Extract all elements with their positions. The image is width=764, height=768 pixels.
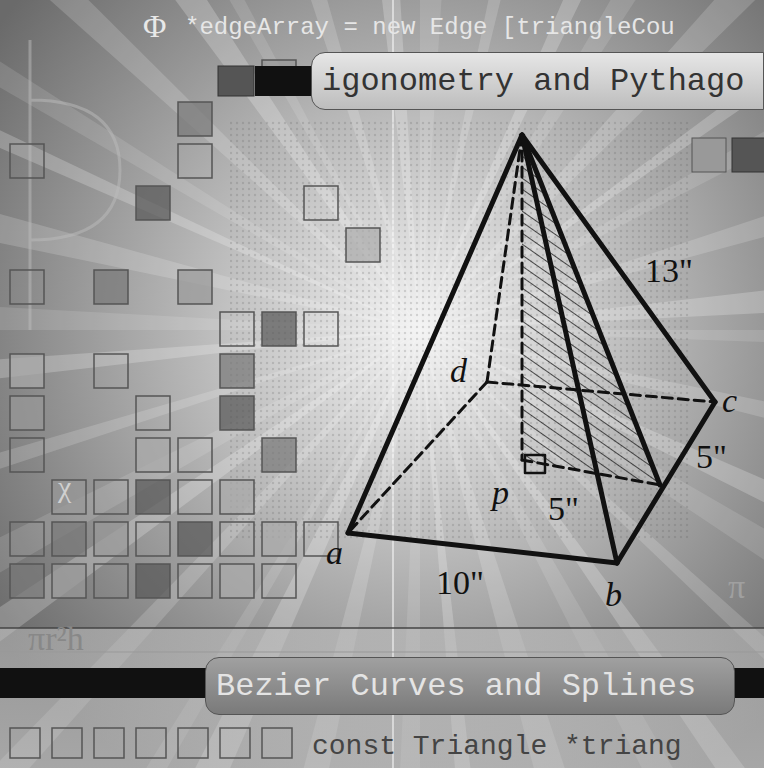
dimension: 10" <box>436 566 484 600</box>
grid-square <box>94 564 128 598</box>
black-bar <box>733 668 764 698</box>
code-text: const Triangle *triang <box>312 733 682 761</box>
grid-square <box>262 564 296 598</box>
grid-square <box>136 438 170 472</box>
point-label: p <box>492 476 509 510</box>
title-band: Bezier Curves and Splines <box>205 657 735 715</box>
watermark: χ <box>58 472 71 502</box>
square <box>732 138 764 172</box>
guide-line <box>0 652 764 653</box>
grid-square <box>304 312 338 346</box>
vertex-label: d <box>450 354 467 388</box>
grid-square <box>220 396 254 430</box>
band-title: Bezier Curves and Splines <box>216 668 696 705</box>
grid-square <box>178 522 212 556</box>
dimension: 5" <box>696 440 727 474</box>
grid-square <box>136 186 170 220</box>
vertex-label: c <box>722 384 737 418</box>
guide-line <box>0 627 764 629</box>
symbol: Φ <box>143 10 166 42</box>
grid-square <box>94 522 128 556</box>
grid-square <box>178 102 212 136</box>
guide-line <box>392 0 394 768</box>
vertex-label: b <box>605 578 622 612</box>
grid-square <box>94 480 128 514</box>
grid-square <box>10 438 44 472</box>
grid-square <box>304 186 338 220</box>
grid-square <box>178 270 212 304</box>
grid-square <box>220 522 254 556</box>
grid-square <box>52 564 86 598</box>
right-angle-mark <box>525 455 545 473</box>
grid-square <box>220 480 254 514</box>
hatched-triangle <box>522 135 660 485</box>
grid-square <box>94 270 128 304</box>
floor-band <box>0 628 764 768</box>
grid-square <box>262 522 296 556</box>
vertex-label: a <box>326 536 343 570</box>
grid-square <box>262 438 296 472</box>
black-bar <box>255 66 313 96</box>
black-bar <box>0 668 207 698</box>
grid-square <box>10 564 44 598</box>
grid-square <box>10 396 44 430</box>
grid-square <box>10 522 44 556</box>
square <box>692 138 726 172</box>
grid-square <box>220 312 254 346</box>
grid-square <box>178 144 212 178</box>
title-band: igonometry and Pythago <box>311 52 764 110</box>
dimension: 5" <box>548 492 579 526</box>
bottom-squares <box>10 728 292 758</box>
grid-square <box>178 480 212 514</box>
grid-square <box>220 564 254 598</box>
grid-square <box>136 480 170 514</box>
grid-square <box>136 396 170 430</box>
band-title: igonometry and Pythago <box>322 63 744 100</box>
dark-square <box>218 66 254 96</box>
grid-square <box>346 228 380 262</box>
halftone <box>230 120 690 540</box>
grid-square <box>94 354 128 388</box>
grid-square <box>10 270 44 304</box>
grid-square <box>52 522 86 556</box>
pyramid <box>348 135 715 563</box>
grid-square <box>220 354 254 388</box>
grid-square <box>178 564 212 598</box>
grid-square <box>136 522 170 556</box>
dimension: 13" <box>645 254 693 288</box>
grid-square <box>136 564 170 598</box>
grid-square <box>178 438 212 472</box>
watermark: πr²h <box>28 622 84 656</box>
grid-square <box>10 144 44 178</box>
grid-square <box>10 354 44 388</box>
code-text: *edgeArray = new Edge [triangleCou <box>185 16 675 40</box>
grid-square <box>262 312 296 346</box>
square-grid <box>10 60 380 598</box>
watermark: π <box>728 570 745 604</box>
